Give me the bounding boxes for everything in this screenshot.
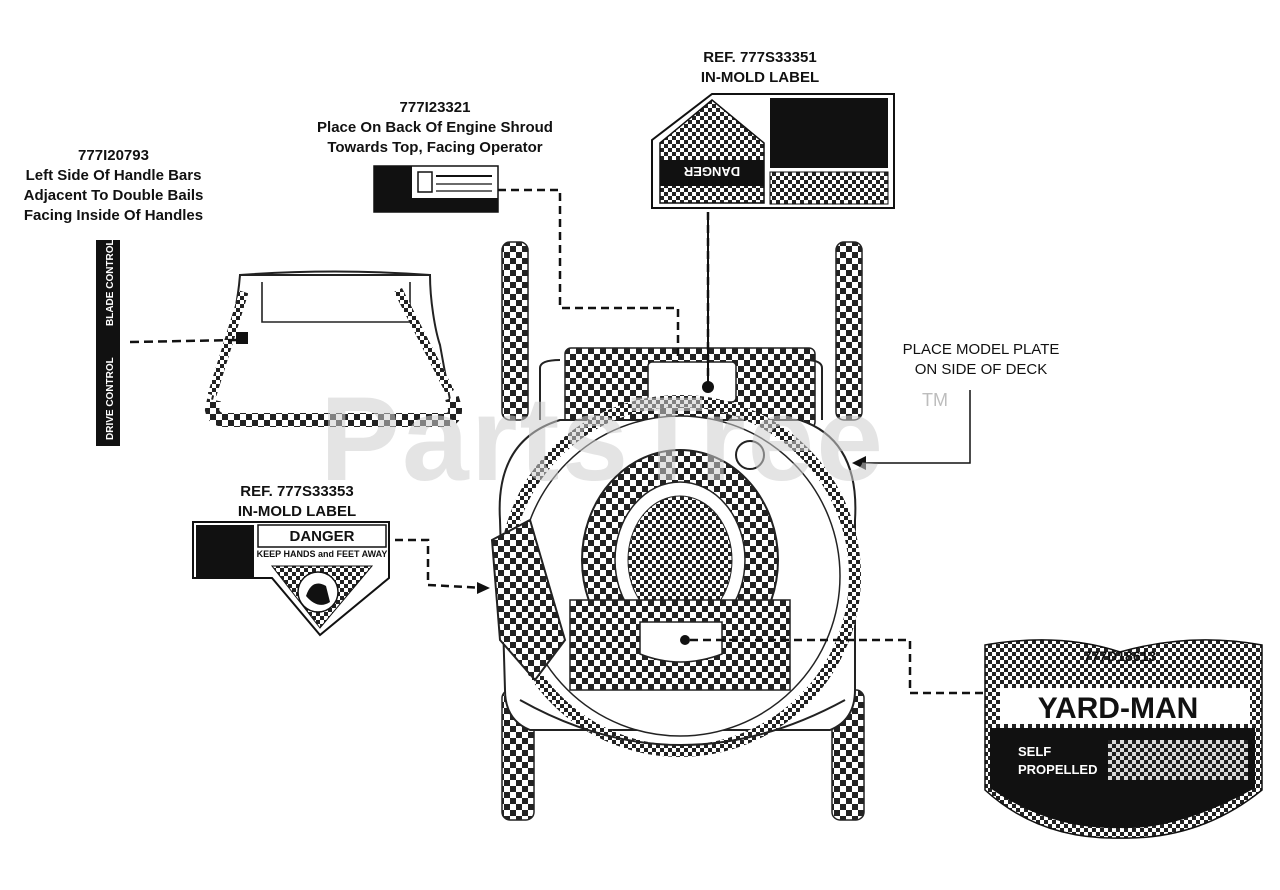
decal-blade-control-text: BLADE CONTROL [105,239,116,326]
top-label-type: IN-MOLD LABEL [700,69,820,86]
handle-decal-callout: 777I20793 Left Side Of Handle Bars Adjac… [6,146,221,226]
mower-body [490,241,865,821]
left-in-mold-label: DANGER KEEP HANDS and FEET AWAY [192,521,390,637]
brand-line2-text: PROPELLED [1018,762,1097,777]
model-plate-line-1: PLACE MODEL PLATE [902,341,1060,358]
left-label-ref: REF. 777S33353 [240,483,354,500]
decal-drive-control-text: DRIVE CONTROL [105,357,116,440]
brand-decal-part-number: 777D18613 [1083,648,1157,664]
shroud-decal-part-number: 777I23321 [399,99,471,116]
shroud-decal-line-2: Towards Top, Facing Operator [327,139,543,156]
left-label-type: IN-MOLD LABEL [237,503,357,520]
brand-decal-callout: 777D18613 [1060,646,1180,666]
top-label-ref: REF. 777S33351 [703,49,817,66]
handle-decal-line-3: Facing Inside Of Handles [23,207,204,224]
top-label-danger-title: DANGER [683,164,740,179]
handle-decal-line-2: Adjacent To Double Bails [23,187,204,204]
brand-name-text: YARD-MAN [1038,692,1199,725]
model-plate-arrowhead [852,456,866,470]
shroud-decal [373,165,499,213]
shroud-decal-callout: 777I23321 Place On Back Of Engine Shroud… [300,98,570,158]
handle-control-decal: BLADE CONTROL DRIVE CONTROL [96,239,239,446]
brand-line1-text: SELF [1018,744,1051,759]
brand-decal: YARD-MAN SELF PROPELLED [984,639,1263,839]
watermark-text: PartsTree [320,372,886,506]
handle-assembly [204,270,463,427]
shroud-decal-line-1: Place On Back Of Engine Shroud [317,119,553,136]
left-label-danger-subtitle: KEEP HANDS and FEET AWAY [257,549,388,559]
model-plate-line-2: ON SIDE OF DECK [914,361,1048,378]
top-label-callout: REF. 777S33351 IN-MOLD LABEL [680,48,840,88]
top-in-mold-label: DANGER [651,93,895,209]
left-label-danger-title: DANGER [289,528,354,545]
hand-icon [306,583,330,605]
left-label-callout: REF. 777S33353 IN-MOLD LABEL [212,482,382,522]
model-plate-callout: PLACE MODEL PLATE ON SIDE OF DECK [896,340,1066,380]
handle-decal-part-number: 777I20793 [78,147,149,164]
watermark-tm: TM [922,390,948,410]
handle-decal-line-1: Left Side Of Handle Bars [25,167,202,184]
leader-solid [477,212,971,594]
